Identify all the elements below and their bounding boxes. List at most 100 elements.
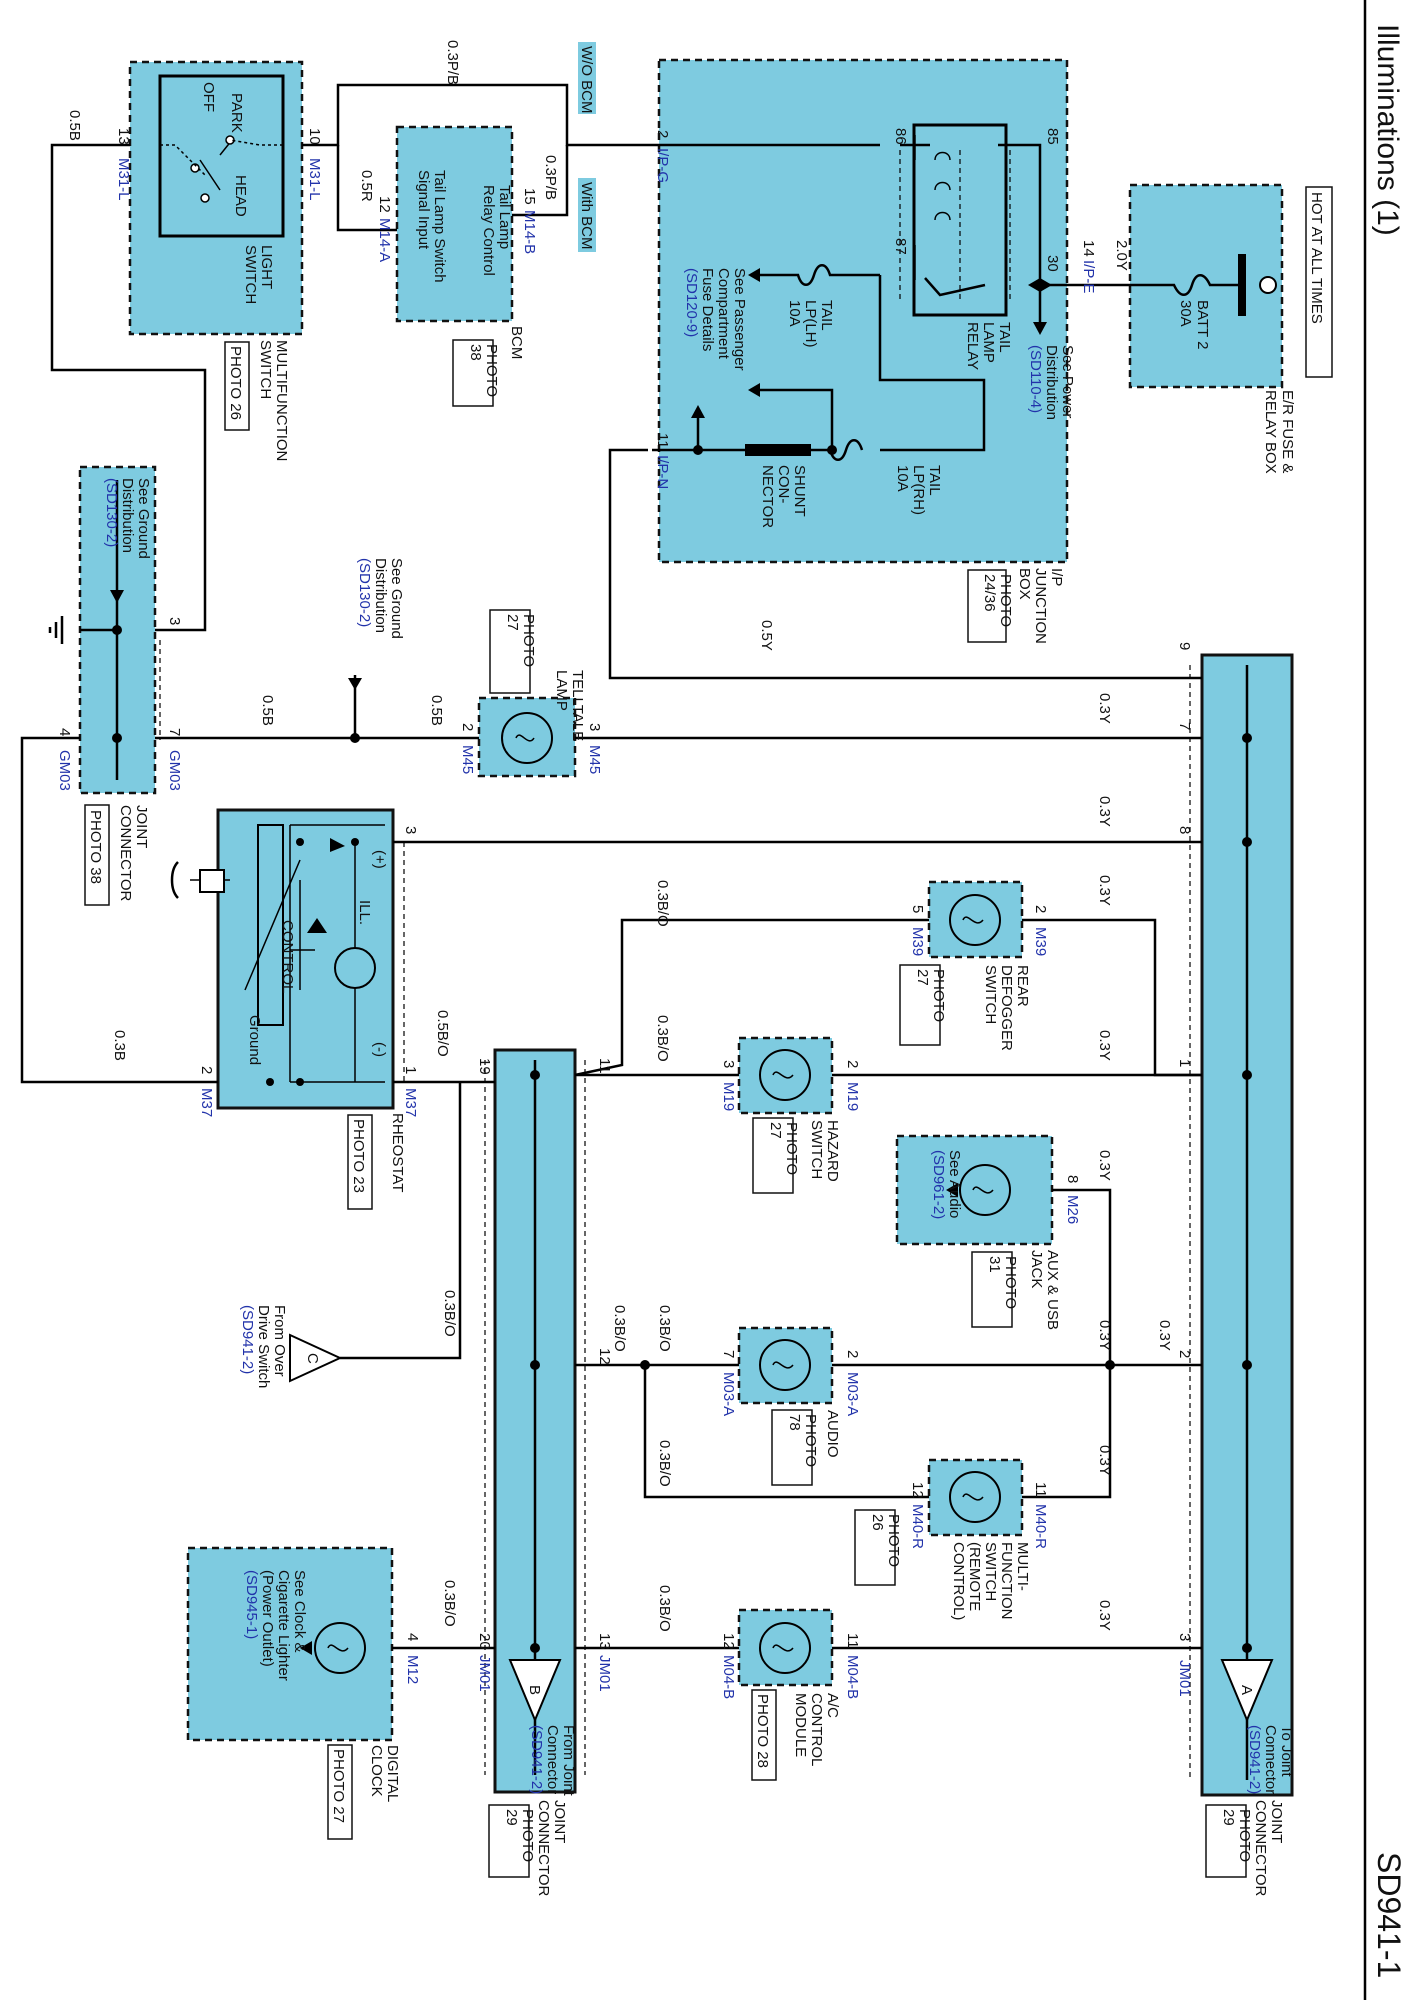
wire-05b-b: 0.5B <box>428 695 445 726</box>
tag-c: C <box>304 1353 321 1364</box>
conn-m03-a: M03-A <box>844 1372 861 1416</box>
from-joint-2: Connector <box>544 1725 561 1794</box>
mr-4: (REMOTE <box>966 1542 983 1611</box>
wire-03y-3: 0.3Y <box>1096 875 1113 906</box>
power-dist-2: Distribution <box>1043 345 1060 420</box>
ac-3: MODULE <box>792 1693 809 1757</box>
ip-box-2: JUNCTION <box>1032 568 1049 644</box>
wire-05r: 0.5R <box>358 170 375 202</box>
pin-3-r: 3 <box>1176 1633 1193 1641</box>
to-joint-2: Connector <box>1262 1725 1279 1794</box>
jm-joint-1: JOINT <box>551 1800 568 1843</box>
wire-03y-7: 0.3Y <box>1156 1320 1173 1351</box>
pass-ref: (SD120-9) <box>683 268 700 337</box>
rh-ground: Ground <box>246 1015 263 1065</box>
wire-05y: 0.5Y <box>758 620 775 651</box>
pin-7-m03: 7 <box>720 1350 737 1358</box>
rear-2: DEFOGGER <box>998 965 1015 1051</box>
light-switch-frame <box>158 74 285 238</box>
pin-14: 14 <box>1080 240 1097 257</box>
rh-minus: (-) <box>371 1042 388 1057</box>
pin-13: 13 <box>115 128 132 145</box>
pin-86: 86 <box>892 128 909 145</box>
bcm-box <box>395 125 514 323</box>
conn-ip-e: I/P-E <box>1080 260 1097 293</box>
conn-m19-b: M19 <box>720 1082 737 1111</box>
telltale-1: TELLTALE <box>569 670 586 741</box>
pass-fuse-2: Compartment <box>715 268 732 360</box>
pin-1-r: 1 <box>1176 1059 1193 1067</box>
from-over-2: Drive Switch <box>255 1305 272 1388</box>
conn-m31l-b: M31-L <box>115 158 132 201</box>
pin-7-r: 7 <box>1176 722 1193 730</box>
aux-usb-box <box>895 1134 1054 1246</box>
bcm-ctrl-1: Tail Lamp <box>496 185 513 249</box>
conn-m04-a: M04-B <box>844 1655 861 1699</box>
pin-15: 15 <box>521 188 538 205</box>
conn-m40-b: M40-R <box>909 1504 926 1549</box>
joint-gm-2: CONNECTOR <box>117 805 134 902</box>
pin-4-gm: 4 <box>56 728 73 736</box>
multi-switch-1: MULTIFUNCTION <box>273 340 290 461</box>
rheostat-label: RHEOSTAT <box>389 1113 406 1192</box>
ip-box-1: I/P <box>1048 568 1065 586</box>
pin-8-r: 8 <box>1176 826 1193 834</box>
to-joint-ref: (SD941-2) <box>1246 1725 1263 1794</box>
ip-photo-2: 24/36 <box>981 574 998 612</box>
light-switch-2: SWITCH <box>242 245 259 304</box>
tail-lh-1: TAIL <box>818 300 835 331</box>
pin-3-gm: 3 <box>166 617 183 625</box>
conn-m19-a: M19 <box>844 1082 861 1111</box>
digital-clock-box <box>186 1546 394 1742</box>
shunt-1: SHUNT <box>791 465 808 517</box>
rear-3: SWITCH <box>982 965 999 1024</box>
tail-rh-1: TAIL <box>926 465 943 496</box>
conn-m12: M12 <box>404 1655 421 1684</box>
jm-photo-2: 29 <box>503 1809 520 1826</box>
mr-5: CONTROL) <box>950 1542 967 1620</box>
joint-gm-photo: PHOTO 38 <box>87 810 104 884</box>
power-dist-1: See Power <box>1059 345 1076 418</box>
conn-m26: M26 <box>1064 1195 1081 1224</box>
hazard-photo-1: PHOTO <box>783 1122 800 1175</box>
pin-12-m04: 12 <box>720 1633 737 1650</box>
ip-junction-box <box>657 58 1069 564</box>
gnd-dist-1: See Ground <box>135 478 152 559</box>
hazard-1: HAZARD <box>824 1120 841 1182</box>
relay-l2: LAMP <box>980 322 997 363</box>
pin-87: 87 <box>892 238 909 255</box>
hot-label: HOT AT ALL TIMES <box>1308 192 1325 324</box>
gnd-dist2-1: See Ground <box>388 558 405 639</box>
jm-photo-1: PHOTO <box>519 1809 536 1862</box>
wire-05b-top: 0.5B <box>66 110 83 141</box>
tail-rh-3: 10A <box>894 465 911 492</box>
pin-3-m45: 3 <box>586 723 603 731</box>
tail-rh-2: LP(RH) <box>910 465 927 515</box>
wire-03y-1: 0.3Y <box>1096 693 1113 724</box>
conn-m14a: M14-A <box>376 218 393 262</box>
clock-see-2: Cigarette Lighter <box>275 1570 292 1681</box>
pin-2-m45: 2 <box>459 723 476 731</box>
pin-7-gm: 7 <box>166 728 183 736</box>
ip-photo-1: PHOTO <box>997 574 1014 627</box>
pin-8-m26: 8 <box>1064 1175 1081 1183</box>
clock-2: CLOCK <box>368 1745 385 1797</box>
power-ref: (SD110-4) <box>1027 345 1044 413</box>
bcm-label: BCM <box>508 326 525 359</box>
audio-ref: (SD961-2) <box>930 1150 947 1219</box>
pin-12-m14: 12 <box>376 196 393 213</box>
telltale-2: LAMP <box>553 670 570 711</box>
audio-photo-2: 78 <box>786 1414 803 1431</box>
conn-gm03-b: GM03 <box>56 750 73 791</box>
shunt-3: NECTOR <box>759 465 776 528</box>
conn-m31l-a: M31-L <box>306 158 323 201</box>
sw-off: OFF <box>200 82 217 112</box>
bcm-ctrl-2: Relay Control <box>480 185 497 276</box>
er-box-label-2: RELAY BOX <box>1262 390 1279 474</box>
labels: HOT AT ALL TIMES E/R FUSE & RELAY BOX BA… <box>56 40 1333 1897</box>
sw-head: HEAD <box>232 175 249 217</box>
sw-park: PARK <box>228 93 245 133</box>
tail-lh-3: 10A <box>786 300 803 327</box>
batt-amp: 30A <box>1177 300 1194 327</box>
